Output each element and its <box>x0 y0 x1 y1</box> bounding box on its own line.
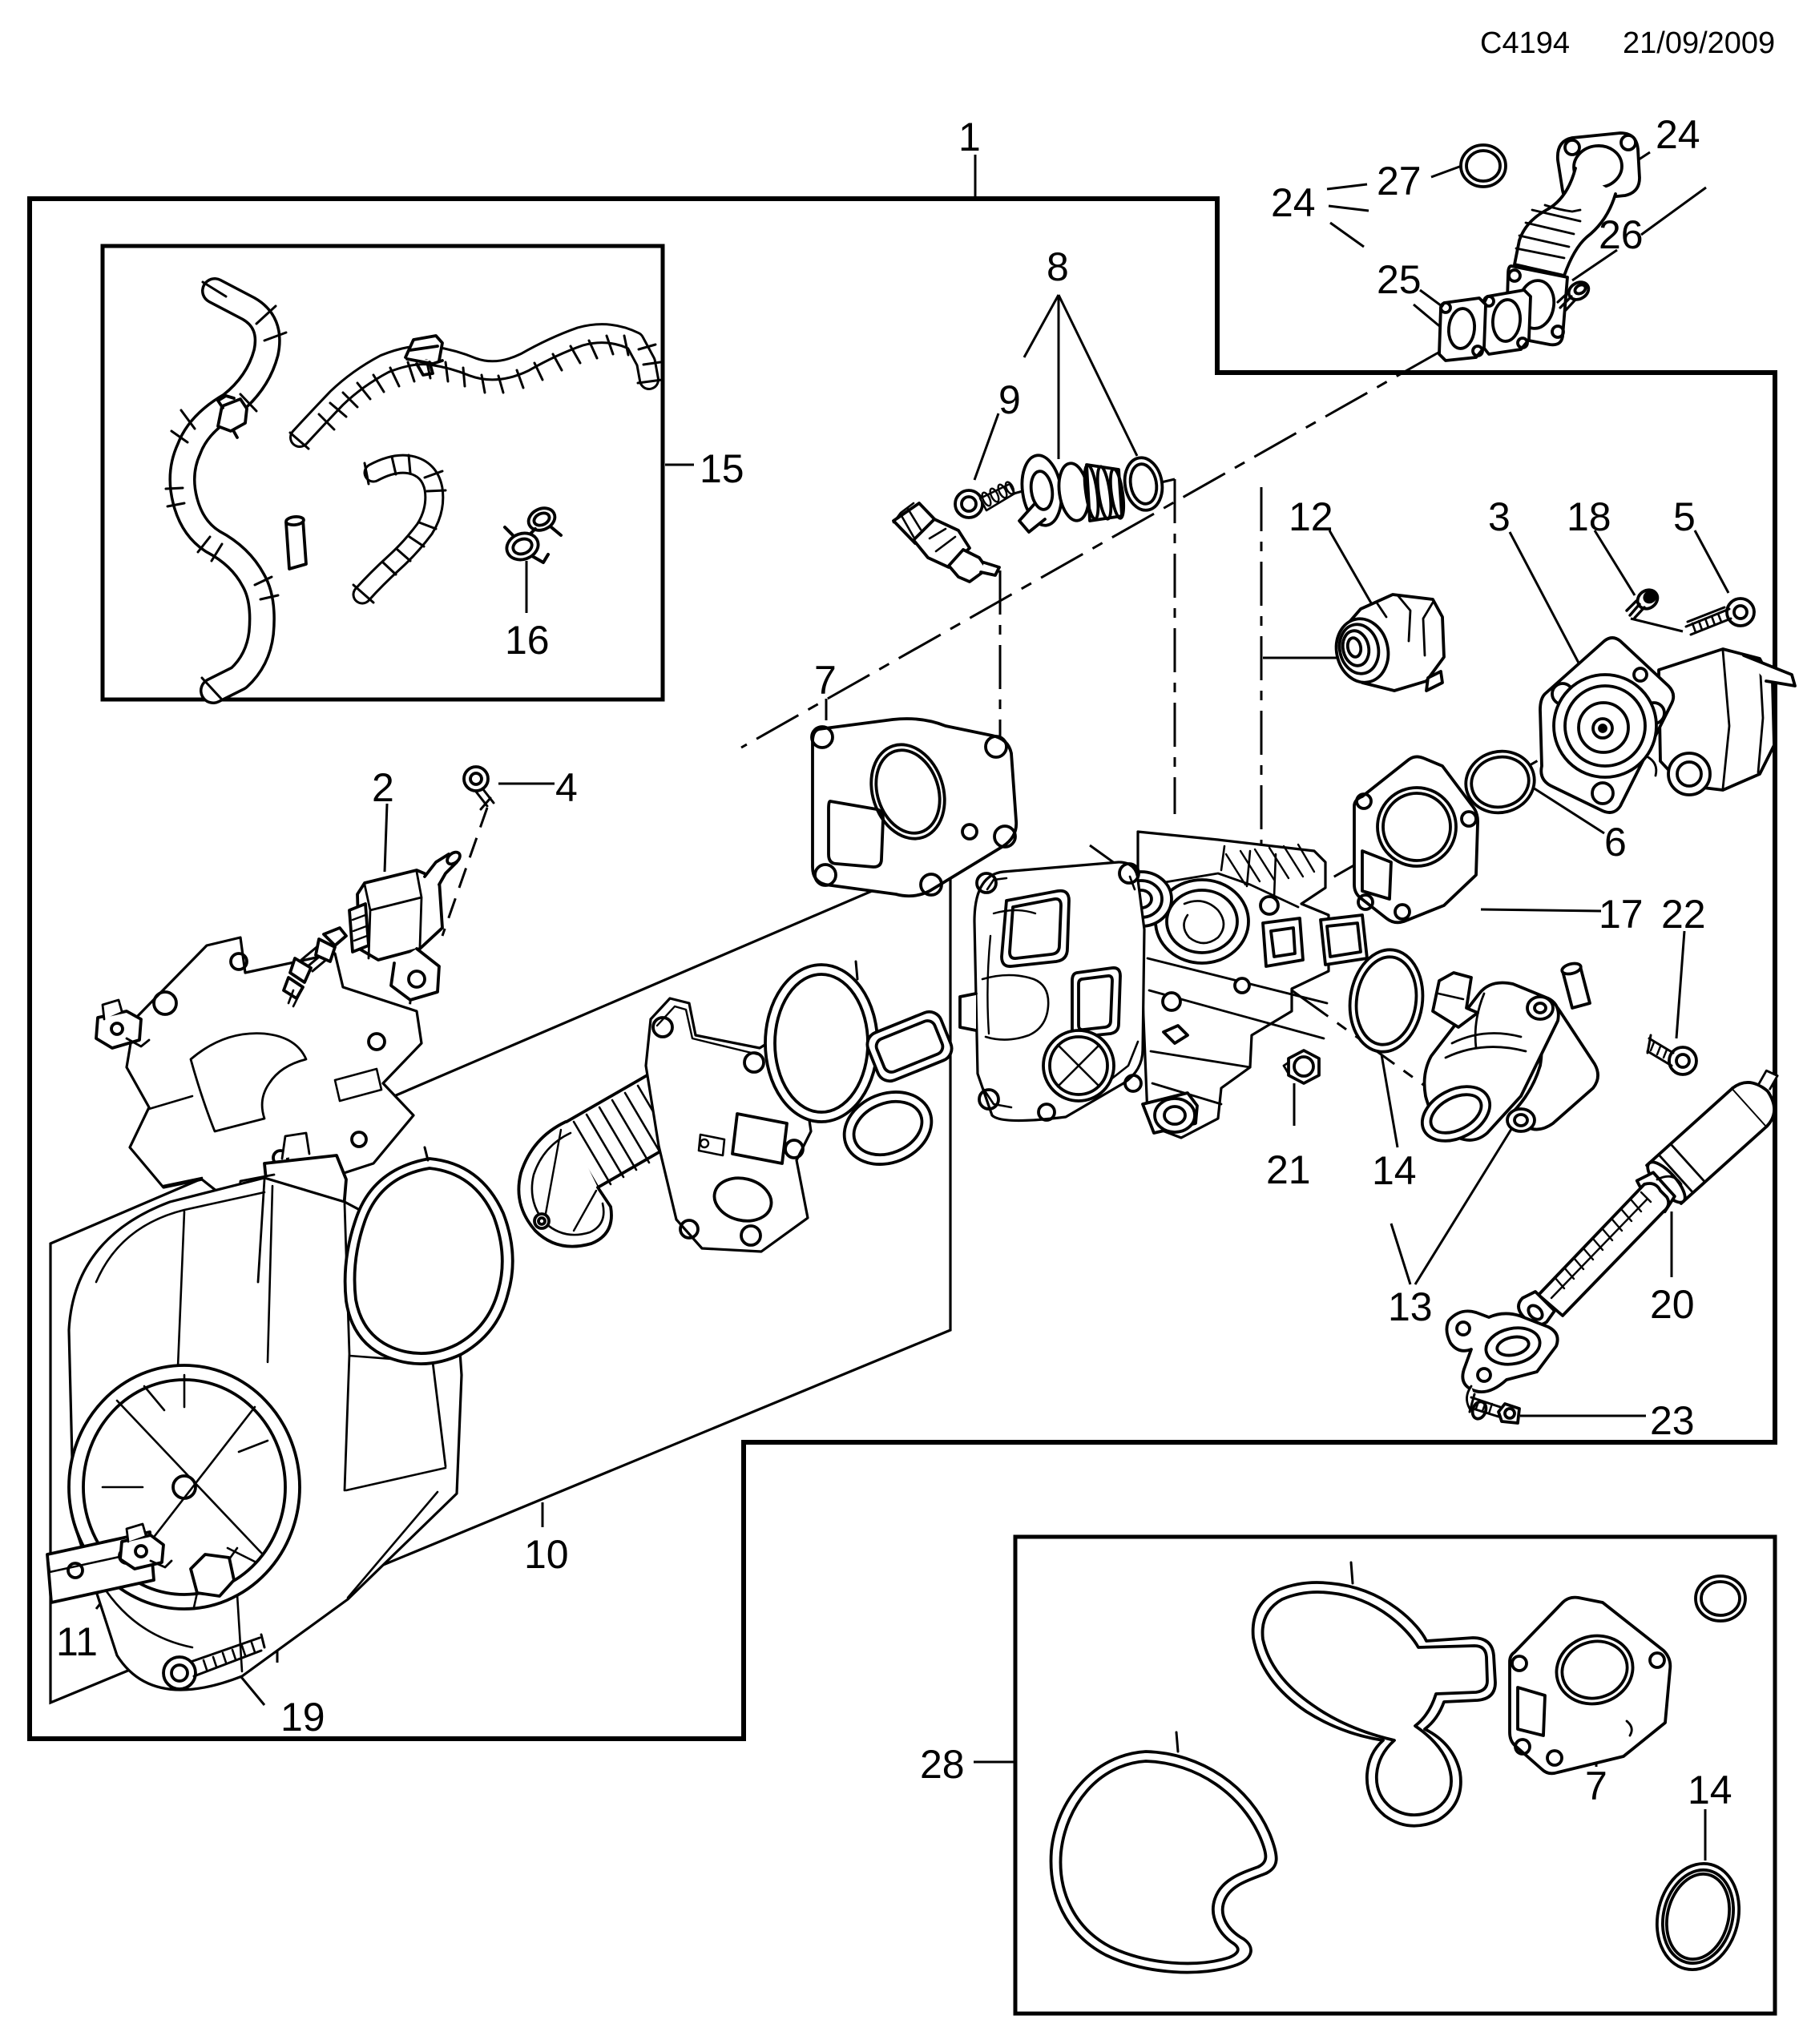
svg-text:24: 24 <box>1656 112 1700 157</box>
svg-text:25: 25 <box>1377 257 1422 302</box>
svg-text:19: 19 <box>280 1695 325 1740</box>
svg-text:14: 14 <box>1688 1768 1732 1812</box>
svg-text:15: 15 <box>700 446 744 491</box>
svg-text:12: 12 <box>1289 494 1333 539</box>
svg-text:14: 14 <box>1372 1148 1417 1193</box>
svg-text:C4194: C4194 <box>1480 26 1570 60</box>
svg-text:20: 20 <box>1650 1282 1695 1327</box>
svg-text:7: 7 <box>1585 1764 1607 1808</box>
svg-text:9: 9 <box>998 377 1021 422</box>
svg-text:10: 10 <box>524 1532 569 1577</box>
svg-text:27: 27 <box>1377 159 1422 204</box>
svg-text:23: 23 <box>1650 1398 1695 1443</box>
svg-text:5: 5 <box>1673 494 1696 539</box>
svg-text:17: 17 <box>1599 892 1644 937</box>
svg-text:7: 7 <box>814 658 837 703</box>
svg-text:13: 13 <box>1388 1284 1433 1329</box>
svg-text:2: 2 <box>372 765 394 810</box>
svg-text:8: 8 <box>1047 244 1069 289</box>
svg-text:3: 3 <box>1488 494 1511 539</box>
svg-text:16: 16 <box>505 618 550 663</box>
svg-text:21/09/2009: 21/09/2009 <box>1623 26 1775 60</box>
svg-text:26: 26 <box>1599 212 1644 257</box>
svg-text:11: 11 <box>56 1619 98 1664</box>
svg-text:28: 28 <box>920 1742 965 1787</box>
svg-text:4: 4 <box>555 765 578 810</box>
svg-text:22: 22 <box>1661 892 1706 937</box>
svg-text:1: 1 <box>958 115 981 159</box>
svg-text:24: 24 <box>1271 180 1316 225</box>
svg-text:21: 21 <box>1266 1147 1311 1192</box>
svg-text:18: 18 <box>1567 494 1611 539</box>
svg-text:6: 6 <box>1604 820 1627 865</box>
